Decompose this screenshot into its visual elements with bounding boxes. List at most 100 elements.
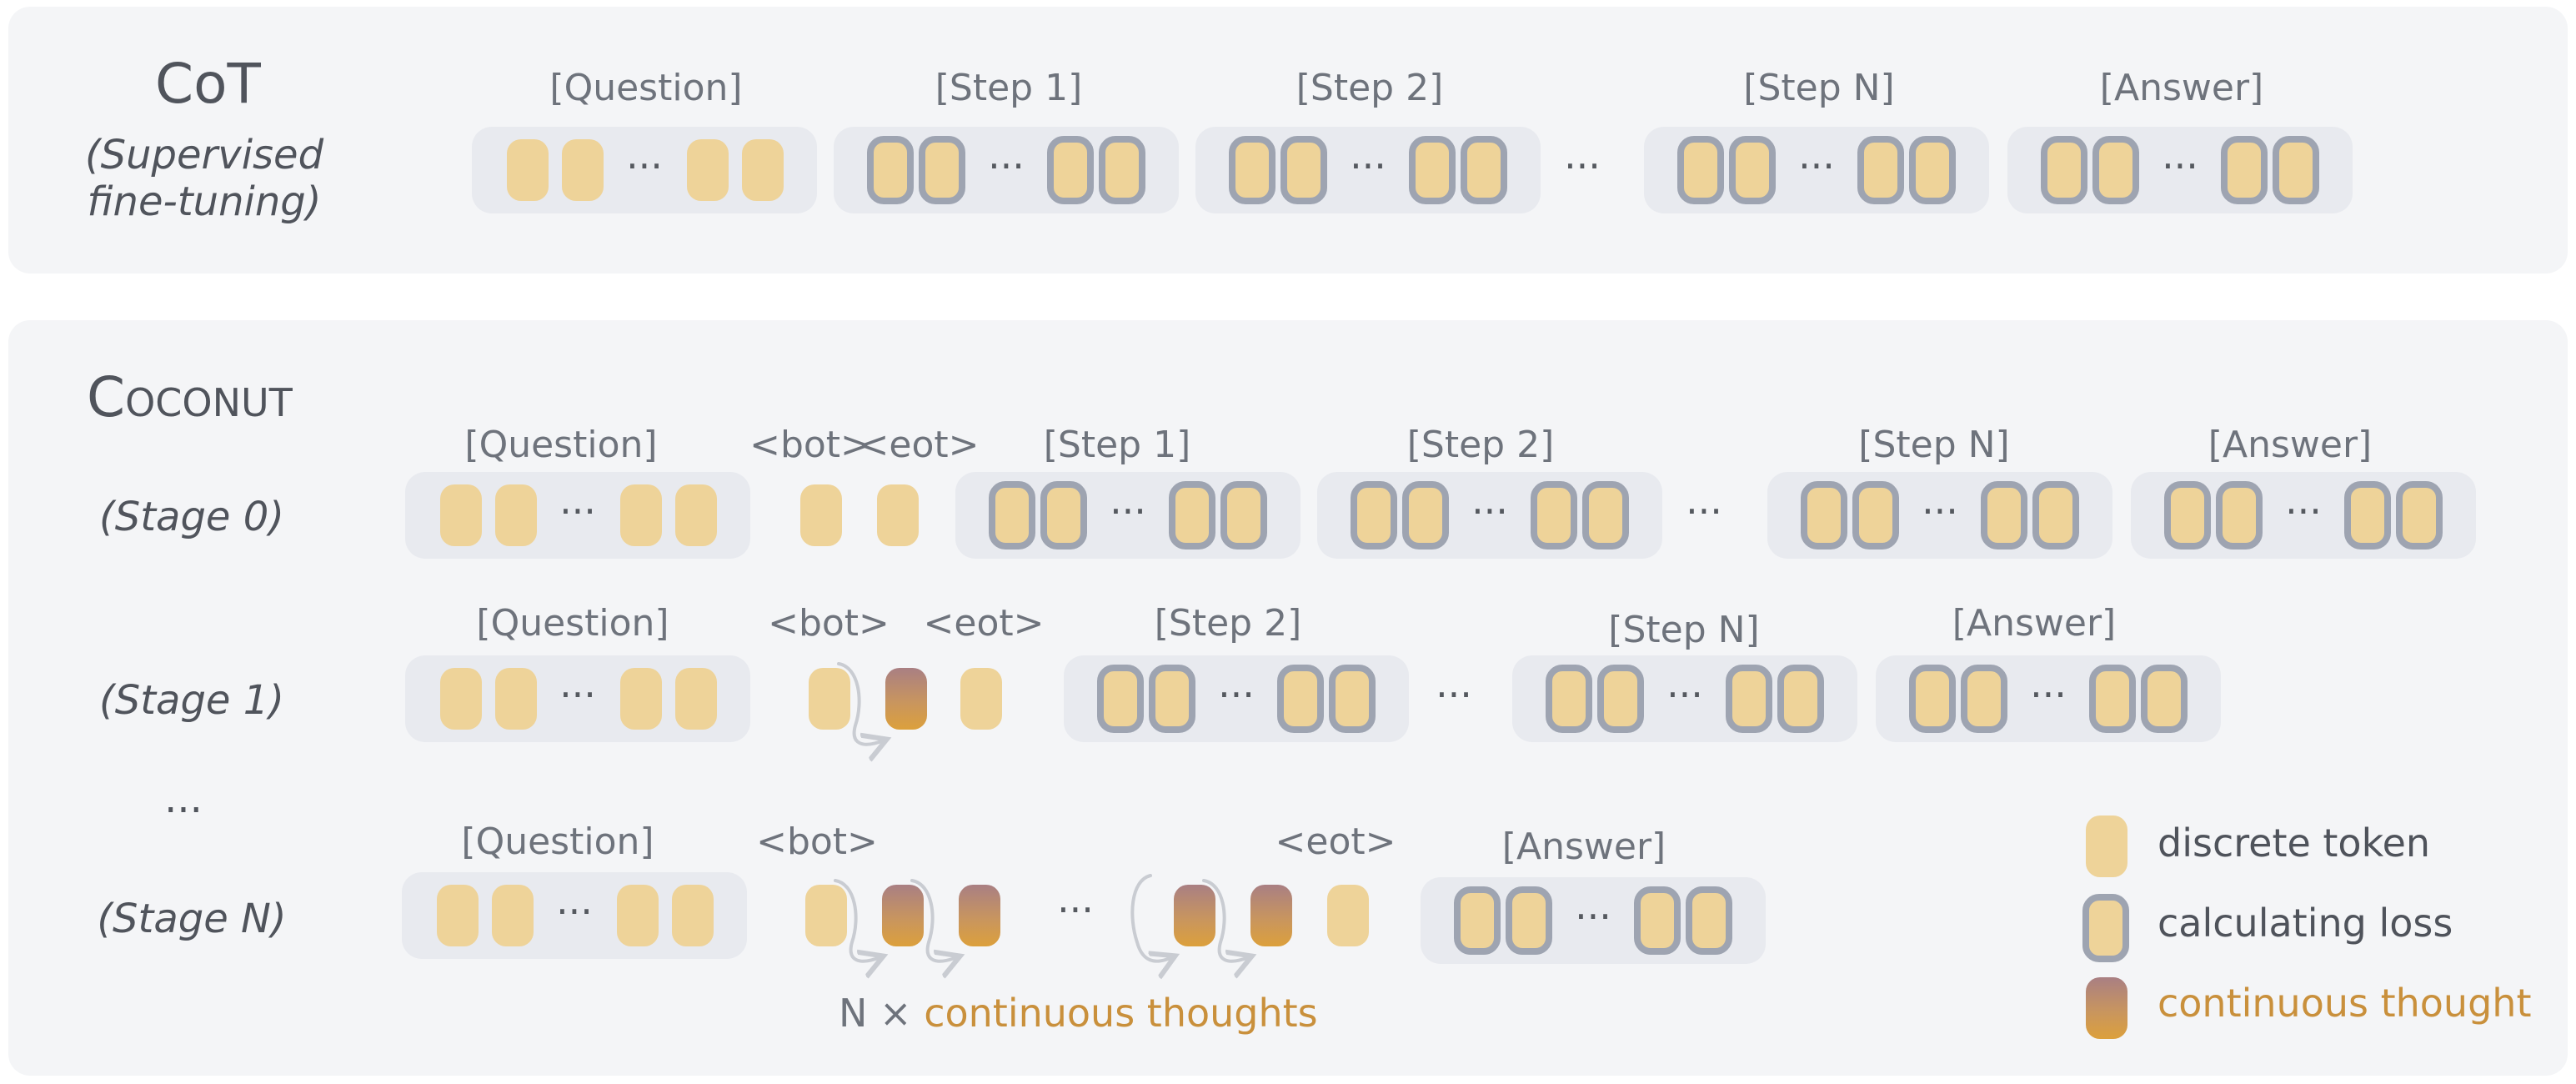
- ellipsis: ···: [1471, 489, 1508, 534]
- loss-token: [1040, 481, 1087, 550]
- loss-token: [1329, 665, 1376, 733]
- stage1-label: (Stage 1): [99, 677, 284, 724]
- cot-subtitle-line2: fine-tuning): [87, 178, 322, 225]
- loss-token: [1169, 481, 1215, 550]
- continuous-thought-token: [1250, 885, 1292, 946]
- stage0-label: (Stage 0): [99, 494, 284, 540]
- discrete-token: [507, 139, 549, 201]
- stage1-stepn-group: ···: [1512, 655, 1857, 742]
- loss-token: [867, 136, 914, 204]
- ellipsis: ···: [1798, 143, 1835, 188]
- discrete-token: [562, 139, 604, 201]
- loss-token: [1461, 136, 1507, 204]
- loss-token: [1229, 136, 1275, 204]
- loss-token: [2141, 665, 2188, 733]
- loss-token: [1220, 481, 1267, 550]
- stage0-stepn-group: ···: [1767, 472, 2112, 559]
- loss-token: [2092, 136, 2139, 204]
- loss-token: [2164, 481, 2211, 550]
- continuous-thought-token: [959, 885, 1000, 946]
- loss-token: [1582, 481, 1629, 550]
- ellipsis: ···: [1922, 489, 1958, 534]
- loss-token: [1409, 136, 1456, 204]
- stage1-question-group: ···: [405, 655, 750, 742]
- loss-token: [1686, 886, 1732, 955]
- ellipsis: ···: [2285, 489, 2322, 534]
- stage1-stepn-label: [Step N]: [1608, 609, 1760, 651]
- ellipsis: ···: [2162, 143, 2198, 188]
- loss-token: [1634, 886, 1681, 955]
- loss-token: [1857, 136, 1904, 204]
- loss-token: [1531, 481, 1577, 550]
- loss-token: [2041, 136, 2087, 204]
- bot-token: [805, 885, 847, 946]
- loss-token: [1097, 665, 1144, 733]
- loss-token: [1961, 665, 2007, 733]
- loss-token: [1852, 481, 1899, 550]
- ellipsis: ···: [988, 143, 1025, 188]
- loss-token: [1726, 665, 1772, 733]
- ellipsis: ···: [1350, 143, 1386, 188]
- loss-token: [2032, 481, 2079, 550]
- stagen-question-group: ···: [402, 872, 747, 959]
- discrete-token: [675, 484, 717, 546]
- ellipsis: ···: [1110, 489, 1146, 534]
- cot-step2-label: [Step 2]: [1296, 67, 1444, 109]
- stagen-eot-label: <eot>: [1275, 821, 1396, 863]
- ellipsis: ···: [1575, 894, 1611, 939]
- discrete-token: [495, 668, 537, 730]
- ellipsis: ···: [1436, 672, 1472, 717]
- loss-token: [989, 481, 1035, 550]
- discrete-token: [492, 885, 534, 946]
- loss-token: [2216, 481, 2263, 550]
- ellipsis: ···: [559, 489, 596, 534]
- eot-token: [877, 484, 919, 546]
- discrete-token: [620, 484, 662, 546]
- loss-token: [1777, 665, 1824, 733]
- discrete-token: [617, 885, 659, 946]
- discrete-token: [440, 668, 482, 730]
- stage1-answer-group: ···: [1876, 655, 2221, 742]
- loss-token: [1909, 136, 1956, 204]
- stage0-question-label: [Question]: [464, 424, 658, 466]
- cot-step1-group: ···: [834, 127, 1179, 213]
- loss-token: [2344, 481, 2391, 550]
- continuous-thought-token: [885, 668, 927, 730]
- eot-token: [960, 668, 1002, 730]
- legend-discrete-label: discrete token: [2158, 821, 2431, 866]
- stage1-step2-label: [Step 2]: [1154, 602, 1302, 645]
- loss-token: [2089, 665, 2136, 733]
- loss-token: [1729, 136, 1776, 204]
- ellipsis: ···: [626, 143, 663, 188]
- loss-token: [1597, 665, 1644, 733]
- stage0-step2-group: ···: [1317, 472, 1662, 559]
- loss-token: [1677, 136, 1724, 204]
- loss-token: [1454, 886, 1501, 955]
- continuous-thought-token: [882, 885, 924, 946]
- discrete-token: [687, 139, 729, 201]
- loss-token: [1402, 481, 1449, 550]
- legend-loss-label: calculating loss: [2158, 901, 2453, 946]
- stagen-question-label: [Question]: [461, 821, 654, 863]
- ellipsis: ···: [559, 672, 596, 717]
- ellipsis: ···: [2030, 672, 2067, 717]
- bot-token: [809, 668, 850, 730]
- loss-token: [2396, 481, 2443, 550]
- legend-thought-icon: [2086, 977, 2127, 1039]
- stage0-question-group: ···: [405, 472, 750, 559]
- legend-loss-icon: [2082, 894, 2129, 962]
- discrete-token: [620, 668, 662, 730]
- note-suffix: continuous thoughts: [924, 991, 1318, 1036]
- stagen-bot-label: <bot>: [756, 821, 878, 863]
- loss-token: [2273, 136, 2319, 204]
- stage1-question-label: [Question]: [476, 602, 669, 645]
- stagen-label: (Stage N): [97, 896, 287, 942]
- loss-token: [1506, 886, 1552, 955]
- stage0-answer-group: ···: [2131, 472, 2476, 559]
- discrete-token: [495, 484, 537, 546]
- stage0-step2-label: [Step 2]: [1406, 424, 1555, 466]
- legend-thought-label: continuous thought: [2158, 981, 2532, 1026]
- loss-token: [2221, 136, 2268, 204]
- cot-title: CoT: [155, 52, 261, 116]
- cot-subtitle-line1: (Supervised: [84, 132, 324, 178]
